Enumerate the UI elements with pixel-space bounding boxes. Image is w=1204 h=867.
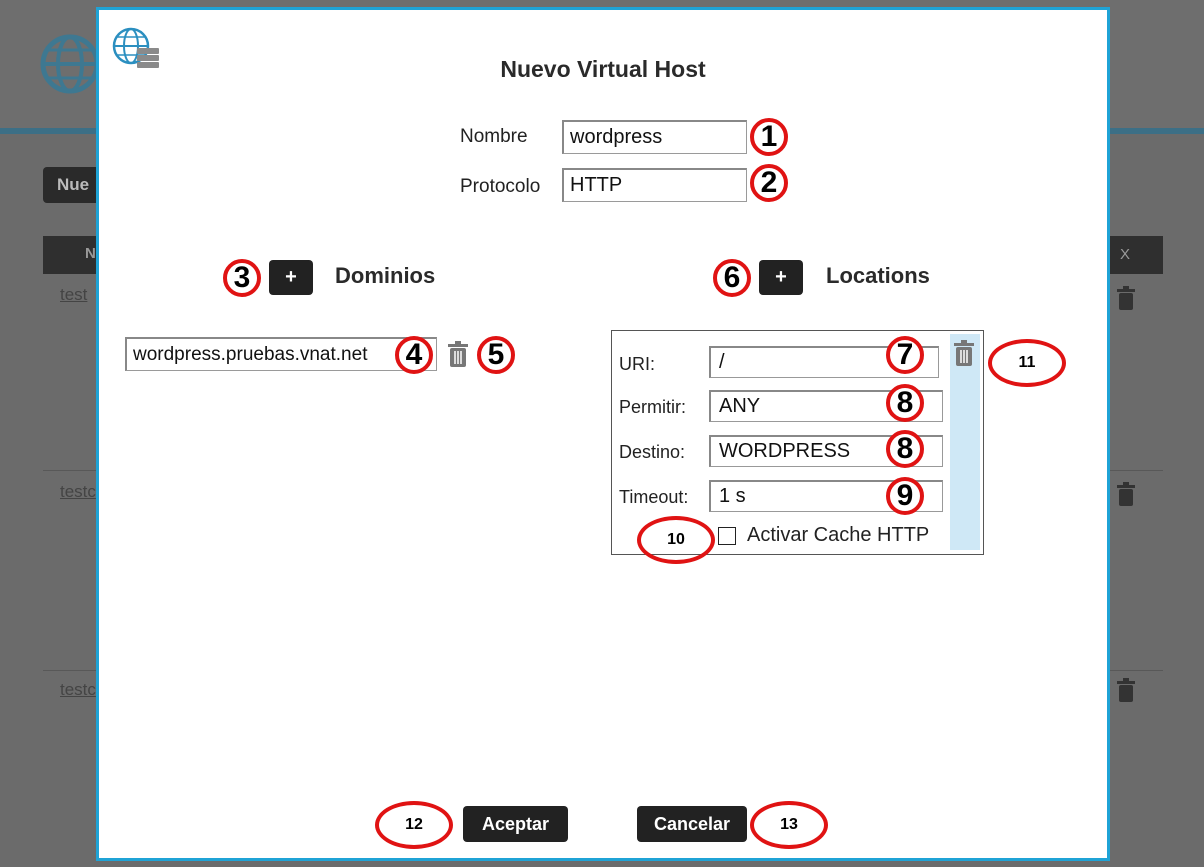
annotation-4: 4	[395, 336, 433, 374]
virtual-host-dialog: Nuevo Virtual Host Nombre Protocolo + Do…	[96, 7, 1110, 861]
bg-new-button: Nue	[43, 167, 103, 203]
annotation-13: 13	[750, 801, 828, 849]
nombre-label: Nombre	[460, 126, 528, 147]
uri-label: URI:	[619, 354, 655, 374]
annotation-5: 5	[477, 336, 515, 374]
annotation-9: 9	[886, 477, 924, 515]
timeout-label: Timeout:	[619, 487, 689, 507]
annotation-11: 11	[988, 339, 1066, 387]
accept-button[interactable]: Aceptar	[463, 806, 568, 842]
trash-icon	[1117, 482, 1135, 506]
dialog-title: Nuevo Virtual Host	[500, 56, 706, 82]
location-sidebar	[950, 334, 980, 550]
delete-location-icon[interactable]	[953, 340, 975, 366]
annotation-10: 10	[637, 516, 715, 564]
locations-title: Locations	[826, 263, 930, 288]
annotation-7: 7	[886, 336, 924, 374]
annotation-8a: 8	[886, 384, 924, 422]
annotation-12: 12	[375, 801, 453, 849]
annotation-2: 2	[750, 164, 788, 202]
bg-row-link: testc	[60, 680, 96, 699]
globe-server-icon	[112, 27, 159, 68]
nombre-input[interactable]	[562, 120, 747, 154]
add-location-button[interactable]: +	[759, 260, 803, 295]
permitir-label: Permitir:	[619, 397, 686, 417]
delete-domain-icon[interactable]	[447, 341, 469, 367]
annotation-6: 6	[713, 259, 751, 297]
destino-label: Destino:	[619, 442, 686, 462]
annotation-1: 1	[750, 118, 788, 156]
add-domain-button[interactable]: +	[269, 260, 313, 295]
cancel-button[interactable]: Cancelar	[637, 806, 747, 842]
annotation-3: 3	[223, 259, 261, 297]
cache-checkbox-label: Activar Cache HTTP	[747, 524, 930, 546]
protocolo-label: Protocolo	[460, 176, 541, 197]
bg-row-link: testc	[60, 482, 96, 501]
trash-icon	[1117, 678, 1135, 702]
bg-col-n: N	[85, 245, 96, 262]
trash-icon	[1117, 286, 1135, 310]
bg-col-x: X	[1120, 246, 1131, 263]
domain-input[interactable]	[125, 337, 437, 371]
dominios-title: Dominios	[335, 263, 436, 288]
annotation-8b: 8	[886, 430, 924, 468]
bg-row-link: test	[60, 285, 88, 304]
globe-icon	[40, 34, 100, 94]
protocolo-input[interactable]	[562, 168, 747, 202]
cache-checkbox[interactable]	[718, 527, 736, 545]
